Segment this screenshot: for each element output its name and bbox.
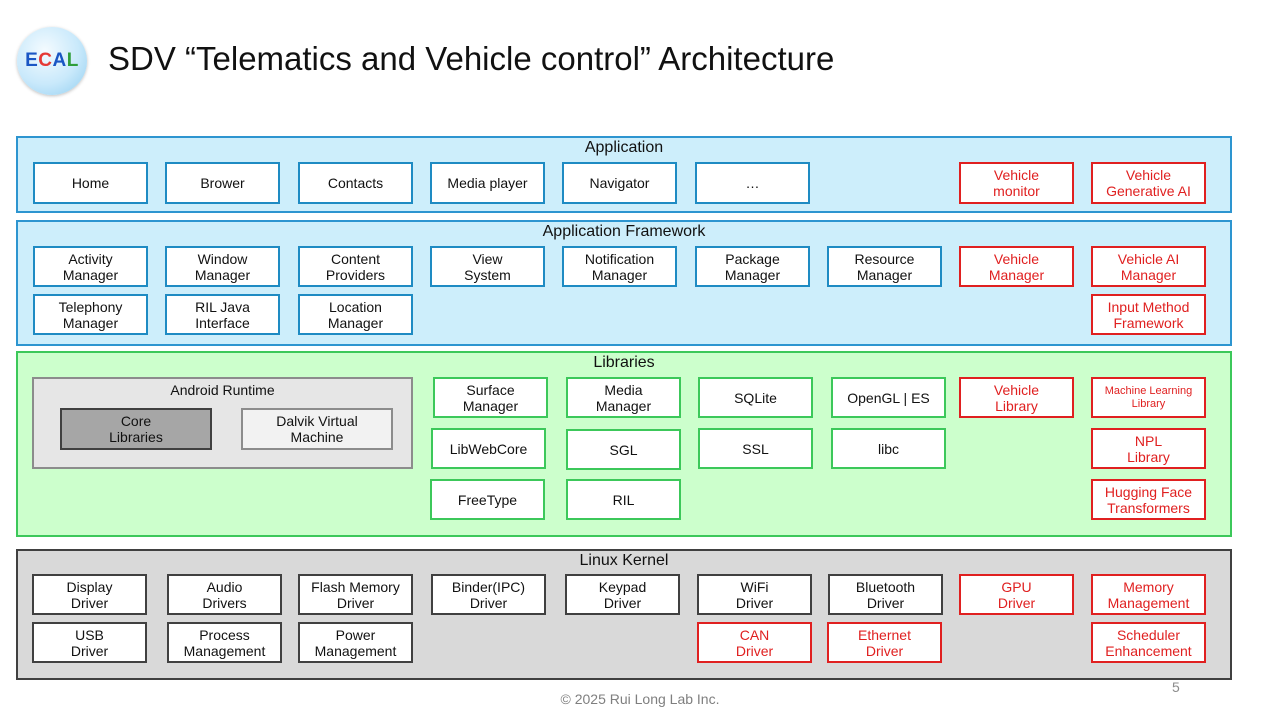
- app-media-player: Media player: [430, 162, 545, 204]
- framework-layer-title: Application Framework: [542, 223, 706, 240]
- fw-vehicle-ai-manager: Vehicle AI Manager: [1091, 246, 1206, 287]
- fw-notification-manager: Notification Manager: [562, 246, 677, 287]
- fw-activity-manager: Activity Manager: [33, 246, 148, 287]
- app-navigator: Navigator: [562, 162, 677, 204]
- lib-libc: libc: [831, 428, 946, 469]
- logo-letter-l: L: [66, 50, 79, 71]
- kernel-flash-memory-driver: Flash Memory Driver: [298, 574, 413, 615]
- lib-surface-manager: Surface Manager: [433, 377, 548, 418]
- lib-sqlite: SQLite: [698, 377, 813, 418]
- android-runtime-title: Android Runtime: [170, 382, 275, 398]
- kernel-power-management: Power Management: [298, 622, 413, 663]
- kernel-scheduler-enhancement: Scheduler Enhancement: [1091, 622, 1206, 663]
- kernel-gpu-driver: GPU Driver: [959, 574, 1074, 615]
- lib-vehicle-library: Vehicle Library: [959, 377, 1074, 418]
- lib-ril: RIL: [566, 479, 681, 520]
- kernel-bluetooth-driver: Bluetooth Driver: [828, 574, 943, 615]
- lib-machine-learning-library: Machine Learning Library: [1091, 377, 1206, 418]
- fw-window-manager: Window Manager: [165, 246, 280, 287]
- kernel-display-driver: Display Driver: [32, 574, 147, 615]
- fw-content-providers: Content Providers: [298, 246, 413, 287]
- fw-resource-manager: Resource Manager: [827, 246, 942, 287]
- fw-vehicle-manager: Vehicle Manager: [959, 246, 1074, 287]
- copyright-footer: © 2025 Rui Long Lab Inc.: [560, 691, 720, 707]
- logo-letter-e: E: [25, 50, 39, 71]
- kernel-process-management: Process Management: [167, 622, 282, 663]
- fw-ril-java-interface: RIL Java Interface: [165, 294, 280, 335]
- kernel-binder-ipc-driver: Binder(IPC) Driver: [431, 574, 546, 615]
- kernel-layer-title: Linux Kernel: [579, 552, 669, 569]
- lib-ssl: SSL: [698, 428, 813, 469]
- logo-letter-a: A: [52, 50, 67, 71]
- app-vehicle-monitor: Vehicle monitor: [959, 162, 1074, 204]
- lib-media-manager: Media Manager: [566, 377, 681, 418]
- kernel-audio-drivers: Audio Drivers: [167, 574, 282, 615]
- dalvik-virtual-machine: Dalvik Virtual Machine: [241, 408, 393, 450]
- lib-sgl: SGL: [566, 429, 681, 470]
- application-layer-title: Application: [584, 139, 664, 156]
- lib-hugging-face-transformers: Hugging Face Transformers: [1091, 479, 1206, 520]
- kernel-can-driver: CAN Driver: [697, 622, 812, 663]
- libraries-layer-title: Libraries: [593, 354, 655, 371]
- lib-freetype: FreeType: [430, 479, 545, 520]
- kernel-ethernet-driver: Ethernet Driver: [827, 622, 942, 663]
- app-contacts: Contacts: [298, 162, 413, 204]
- app-vehicle-generative-ai: Vehicle Generative AI: [1091, 162, 1206, 204]
- lib-npl-library: NPL Library: [1091, 428, 1206, 469]
- kernel-keypad-driver: Keypad Driver: [565, 574, 680, 615]
- app-brower: Brower: [165, 162, 280, 204]
- fw-location-manager: Location Manager: [298, 294, 413, 335]
- fw-package-manager: Package Manager: [695, 246, 810, 287]
- slide-title: SDV “Telematics and Vehicle control” Arc…: [108, 40, 835, 77]
- app-home: Home: [33, 162, 148, 204]
- kernel-wifi-driver: WiFi Driver: [697, 574, 812, 615]
- app-ellipsis: …: [695, 162, 810, 204]
- lib-opengl-es: OpenGL | ES: [831, 377, 946, 418]
- fw-input-method-framework: Input Method Framework: [1091, 294, 1206, 335]
- fw-view-system: View System: [430, 246, 545, 287]
- core-libraries: Core Libraries: [60, 408, 212, 450]
- kernel-usb-driver: USB Driver: [32, 622, 147, 663]
- page-number: 5: [1172, 679, 1180, 695]
- lib-libwebcore: LibWebCore: [431, 428, 546, 469]
- fw-telephony-manager: Telephony Manager: [33, 294, 148, 335]
- kernel-memory-management: Memory Management: [1091, 574, 1206, 615]
- logo-letter-c: C: [38, 50, 53, 71]
